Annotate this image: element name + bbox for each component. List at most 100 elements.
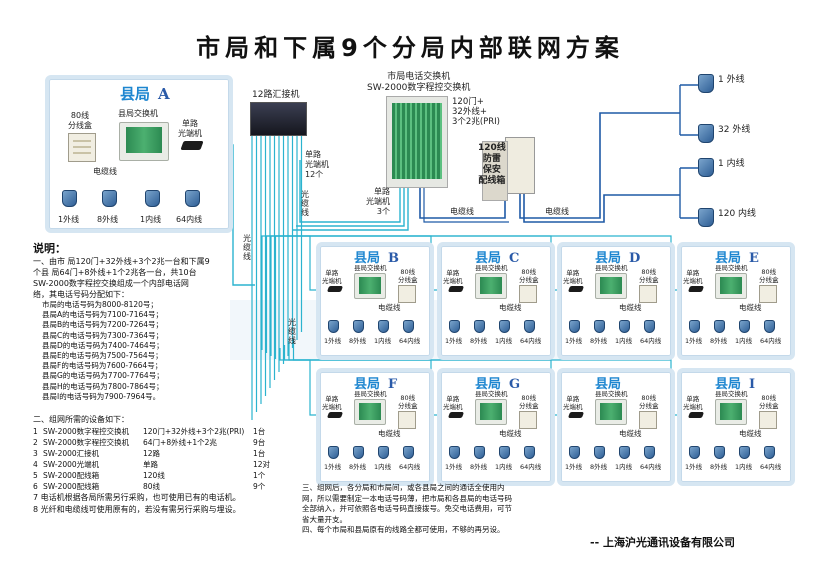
- dist-box-120-door: [482, 141, 508, 201]
- phone-icon: [102, 190, 117, 207]
- county-phone-label: 1内线: [374, 337, 392, 345]
- phone-icon: [499, 320, 510, 333]
- note-item-8: 8 光纤和电缆线可使用原有的，若没有需另行采购与埋设。: [33, 505, 241, 514]
- county-phone-label: 1内线: [495, 337, 513, 345]
- phone-icon: [474, 446, 485, 459]
- county-phone-label: 64内线: [760, 463, 782, 471]
- phone-icon: [403, 446, 414, 459]
- fiber-cable-label-left: 光缆线: [243, 234, 251, 261]
- county-phone-label: 1内线: [495, 463, 513, 471]
- county-switch-label: 县局交换机: [595, 390, 628, 398]
- county-modem-label: 单路光端机: [443, 269, 463, 285]
- hub-device: [250, 102, 307, 136]
- number-item: 县局B的电话号码为7200-7264号；: [42, 320, 164, 330]
- phone-icon: [619, 446, 630, 459]
- phone-icon: [714, 446, 725, 459]
- county-dist-label: 80线分线盒: [639, 394, 659, 410]
- county-a-modem: [180, 141, 204, 150]
- county-modem-label: 单路光端机: [322, 395, 342, 411]
- county-phone-label: 1内线: [735, 463, 753, 471]
- cable-line: [519, 112, 680, 219]
- phone-icon: [764, 446, 775, 459]
- county-switch-label: 县局交换机: [595, 264, 628, 272]
- cable-label: 电缆线: [545, 207, 569, 216]
- county-phone-label: 64内线: [399, 337, 421, 345]
- county-a-modem-label: 单路光端机: [178, 119, 202, 138]
- city-phone-label: 120 内线: [718, 209, 757, 219]
- county-cable-label: 电缆线: [739, 429, 762, 438]
- phone-icon: [145, 190, 160, 207]
- county-dist-box: [398, 285, 416, 303]
- county-phone-label: 1内线: [615, 463, 633, 471]
- county-modem: [326, 286, 344, 292]
- number-item: 县局D的电话号码为7400-7464号；: [42, 340, 164, 350]
- county-phone-label: 1外线: [685, 337, 703, 345]
- county-dist-box: [519, 411, 537, 429]
- phone-icon: [698, 124, 714, 143]
- county-switch-label: 县局交换机: [475, 264, 508, 272]
- fiber-line: [274, 235, 687, 359]
- county-phone-label: 1外线: [324, 337, 342, 345]
- number-item: 县局F的电话号码为7600-7664号；: [42, 361, 163, 371]
- equipment-row: 3 SW-2000汇接机 12路 1台: [33, 449, 266, 458]
- county-dist-label: 80线分线盒: [759, 268, 779, 284]
- county-cable-label: 电缆线: [499, 303, 522, 312]
- county-box: [557, 242, 675, 360]
- dist-box-120-label: 120线防雷保安配线箱: [478, 143, 506, 186]
- equipment-row: 6 SW-2000配线箱 80线 9个: [33, 482, 266, 491]
- phone-icon: [403, 320, 414, 333]
- county-switch: [595, 273, 627, 299]
- county-modem: [326, 412, 344, 418]
- county-switch: [475, 273, 507, 299]
- county-modem-label: 单路光端机: [563, 395, 583, 411]
- number-item: 县局H的电话号码为7800-7864号；: [42, 381, 164, 391]
- county-phone-label: 8外线: [470, 337, 488, 345]
- equipment-table: 1 SW-2000数字程控交换机 120门+32外线+3个2兆(PRI) 1台 …: [33, 426, 270, 492]
- county-phone-label: 64内线: [399, 463, 421, 471]
- county-a-phone-label: 1内线: [140, 215, 162, 224]
- county-phone-label: 8外线: [349, 463, 367, 471]
- city-phone-label: 32 外线: [718, 125, 751, 135]
- county-switch: [354, 399, 386, 425]
- equipment-row: 5 SW-2000配线箱 120线 1个: [33, 471, 266, 480]
- equipment-row: 1 SW-2000数字程控交换机 120门+32外线+3个2兆(PRI) 1台: [33, 427, 266, 436]
- county-a-phone-label: 64内线: [176, 215, 203, 224]
- phone-icon: [499, 446, 510, 459]
- phone-icon: [698, 208, 714, 227]
- number-item: 县局A的电话号码为7100-7164号；: [42, 310, 164, 320]
- city-switch-capacity: 120门+32外线+3个2兆(PRI): [452, 97, 500, 127]
- phone-icon: [698, 74, 714, 93]
- phone-icon: [644, 320, 655, 333]
- county-modem: [447, 286, 465, 292]
- county-phone-label: 64内线: [760, 337, 782, 345]
- county-phone-label: 1外线: [445, 463, 463, 471]
- phone-icon: [714, 320, 725, 333]
- phone-icon: [185, 190, 200, 207]
- phone-icon: [524, 446, 535, 459]
- phone-icon: [378, 320, 389, 333]
- phone-icon: [594, 446, 605, 459]
- phone-icon: [449, 446, 460, 459]
- county-phone-label: 1外线: [685, 463, 703, 471]
- phone-icon: [739, 320, 750, 333]
- notes-heading: 说明：: [33, 242, 66, 255]
- page-title: 市局和下属9个分局内部联网方案: [196, 34, 624, 62]
- county-a-phone-label: 1外线: [58, 215, 80, 224]
- county-title: 县局: [595, 377, 622, 392]
- county-a-cable-label: 电缆线: [93, 167, 117, 176]
- county-dist-box: [398, 411, 416, 429]
- fiber-line: [296, 186, 405, 227]
- county-phone-label: 1内线: [735, 337, 753, 345]
- county-phone-label: 8外线: [710, 463, 728, 471]
- phone-icon: [689, 320, 700, 333]
- county-switch-label: 县局交换机: [715, 264, 748, 272]
- county-modem-label: 单路光端机: [683, 269, 703, 285]
- number-item: 市局的电话号码为8000-8120号；: [42, 300, 158, 309]
